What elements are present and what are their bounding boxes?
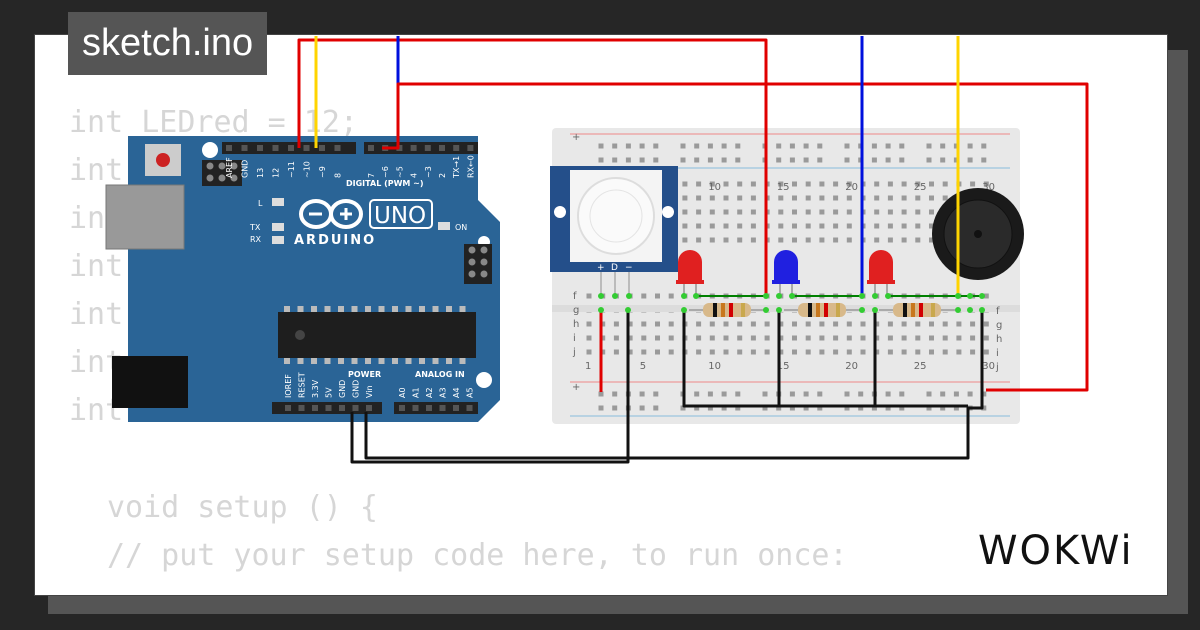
power-header-label: POWER	[348, 370, 381, 379]
digital-pin-label: RX←0	[466, 155, 475, 178]
column-number: 25	[914, 182, 927, 193]
power-pin-label: GND	[338, 380, 347, 398]
power-jack	[112, 356, 188, 408]
rail-plus-label: +	[572, 132, 580, 143]
digital-pin-label: 13	[256, 168, 265, 178]
code-line-3: in	[69, 201, 106, 236]
digital-pin-label: TX→1	[452, 156, 461, 179]
resistor-icon	[689, 303, 765, 317]
digital-pin-label: ~3	[424, 166, 433, 178]
code-line-comment: // put your setup code here, to run once…	[107, 538, 848, 573]
file-tab-sketch[interactable]: sketch.ino	[68, 12, 268, 75]
wire-black-3	[682, 312, 968, 408]
digital-pin-label: ~5	[395, 166, 404, 178]
arduino-brand-label: ARDUINO	[294, 233, 376, 248]
column-number: 25	[914, 361, 927, 372]
power-pin-label: IOREF	[284, 374, 293, 398]
row-letter: g	[573, 305, 579, 316]
power-pin-label: 3.3V	[311, 379, 320, 398]
arduino-uno: AREF GND 13 12 ~11 ~10 ~9 8 7 ~6 ~5 4 ~3 2 TX→1 RX←0 DI…	[105, 136, 500, 422]
wokwi-logo: WOKWi	[978, 528, 1134, 574]
row-letter: j	[995, 362, 999, 373]
column-number: 30	[982, 182, 995, 193]
code-line-setup: void setup () {	[107, 490, 378, 525]
power-pin-label: RESET	[298, 372, 307, 398]
wires	[297, 36, 1089, 464]
wire-black-1	[350, 312, 630, 464]
analog-pin-label: A1	[412, 387, 421, 398]
analog-pin-label: A2	[425, 387, 434, 398]
power-pin-label: GND	[352, 380, 361, 398]
row-letter: i	[573, 333, 576, 344]
rx-label: RX	[250, 235, 262, 244]
wire-red-2	[382, 82, 1089, 392]
pir-pin-minus: −	[625, 263, 633, 273]
digital-pin-label: 8	[334, 173, 343, 178]
code-line-2: int	[69, 153, 124, 188]
wire-red-1	[297, 38, 768, 298]
column-number: 20	[845, 182, 858, 193]
resistor-icon	[784, 303, 860, 317]
row-letter: h	[996, 334, 1002, 345]
digital-pin-label: ~6	[381, 166, 390, 178]
buzzer-icon	[932, 188, 1024, 280]
digital-pin-label: ~9	[318, 166, 327, 178]
usb-port	[105, 184, 185, 250]
pir-pin-plus: +	[597, 263, 605, 273]
analog-pin-label: A0	[398, 387, 407, 398]
code-line-4: int	[69, 249, 124, 284]
row-letter: j	[572, 347, 576, 358]
column-number: 5	[640, 361, 646, 372]
digital-pin-label: 12	[272, 168, 281, 178]
code-line-5: int	[69, 297, 124, 332]
pir-sensor: + D −	[550, 166, 678, 298]
column-number: 15	[777, 361, 790, 372]
analog-pin-label: A3	[439, 387, 448, 398]
analog-pin-label: A4	[452, 387, 461, 398]
column-number: 30	[982, 361, 995, 372]
l-led-label: L	[258, 199, 263, 208]
column-number: 10	[708, 182, 721, 193]
digital-pin-label: AREF	[225, 157, 234, 178]
rail-plus-label-bottom: +	[572, 382, 580, 393]
connection-dots	[598, 293, 985, 313]
column-number: 10	[708, 361, 721, 372]
code-line-1: int LEDred = 12;	[69, 105, 358, 140]
digital-pin-label: 2	[438, 173, 447, 178]
digital-pin-label: GND	[241, 160, 250, 178]
on-label: ON	[455, 223, 467, 232]
digital-pin-label: ~11	[287, 161, 296, 178]
digital-pin-label: ~10	[303, 161, 312, 178]
arduino-logo-icon	[299, 199, 363, 229]
digital-header-label: DIGITAL (PWM ~)	[346, 179, 424, 188]
row-letter: f	[996, 306, 1000, 317]
uno-label: UNO	[374, 203, 426, 229]
digital-pin-label: 7	[367, 173, 376, 178]
atmega-chip	[278, 312, 476, 358]
pir-pin-d: D	[611, 263, 618, 273]
row-letter: h	[573, 319, 579, 330]
wire-black-2	[364, 312, 984, 460]
resistor-icon	[879, 303, 955, 317]
column-number: 1	[585, 361, 591, 372]
row-letter: g	[996, 320, 1002, 331]
analog-pin-label: A5	[466, 387, 475, 398]
digital-pin-label: 4	[410, 173, 419, 178]
row-letter: f	[573, 291, 577, 302]
analog-header-label: ANALOG IN	[415, 370, 465, 379]
column-number: 15	[777, 182, 790, 193]
power-pin-label: Vin	[365, 385, 374, 398]
row-letter: i	[996, 348, 999, 359]
power-pin-label: 5V	[325, 387, 334, 398]
column-number: 20	[845, 361, 858, 372]
tx-label: TX	[249, 223, 261, 232]
